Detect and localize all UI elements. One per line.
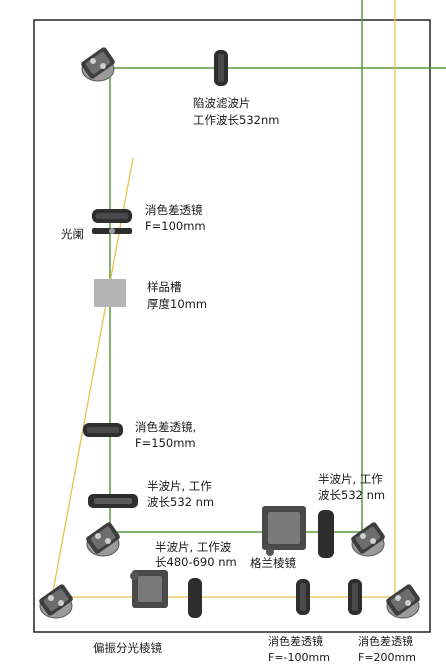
sample-cell-label-1: 样品槽 xyxy=(147,280,182,294)
halfwave-green-label-1: 半波片, 工作 xyxy=(147,479,212,493)
mirror-top-left xyxy=(79,45,117,82)
mirror-far-left xyxy=(37,582,75,619)
achromat-200-label-2: F=200mm xyxy=(358,651,416,664)
achromat-mid-label-2: F=150mm xyxy=(135,436,196,450)
halfwave-green-label-2: 波长532 nm xyxy=(147,495,214,509)
notch-filter xyxy=(214,50,228,86)
achromat-top-label-1: 消色差透镜 xyxy=(145,203,203,217)
green-beam-path xyxy=(98,0,446,533)
pbs-label: 偏振分光棱镜 xyxy=(93,641,162,655)
notch-filter-label-1: 陷波滤波片 xyxy=(193,96,251,110)
mirror-bottom-left xyxy=(84,520,122,557)
glan-prism-label: 格兰棱镜 xyxy=(250,556,296,570)
halfwave-right-label-1: 半波片, 工作 xyxy=(318,472,383,486)
aperture-label: 光阑 xyxy=(61,227,84,241)
halfwave-broad-label-1: 半波片, 工作波 xyxy=(155,540,232,554)
achromat-mid-label-1: 消色差透镜, xyxy=(135,420,196,434)
halfwave-plate-right xyxy=(318,510,334,558)
achromat-neg-label-1: 消色差透镜 xyxy=(268,634,323,648)
achromat-neg-label-2: F=-100mm xyxy=(268,651,330,664)
notch-filter-label-2: 工作波长532nm xyxy=(193,113,279,127)
achromat-lens-top xyxy=(92,209,132,223)
halfwave-plate-broad xyxy=(130,570,202,618)
glan-prism xyxy=(262,506,306,556)
mirror-far-right xyxy=(384,582,422,619)
mirror-right xyxy=(349,520,387,557)
halfwave-broad-label-2: 长480-690 nm xyxy=(155,555,237,569)
achromat-lens-mid xyxy=(83,423,123,437)
halfwave-plate-green xyxy=(88,494,138,508)
achromat-lens-neg xyxy=(296,579,310,615)
sample-cell-label-2: 厚度10mm xyxy=(147,297,207,311)
achromat-lens-200 xyxy=(348,579,362,615)
sample-cell xyxy=(94,279,126,307)
halfwave-right-label-2: 波长532 nm xyxy=(318,488,385,502)
achromat-top-label-2: F=100mm xyxy=(145,219,206,233)
achromat-200-label-1: 消色差透镜 xyxy=(358,634,413,648)
breadboard-frame xyxy=(33,19,431,633)
aperture xyxy=(92,228,132,234)
